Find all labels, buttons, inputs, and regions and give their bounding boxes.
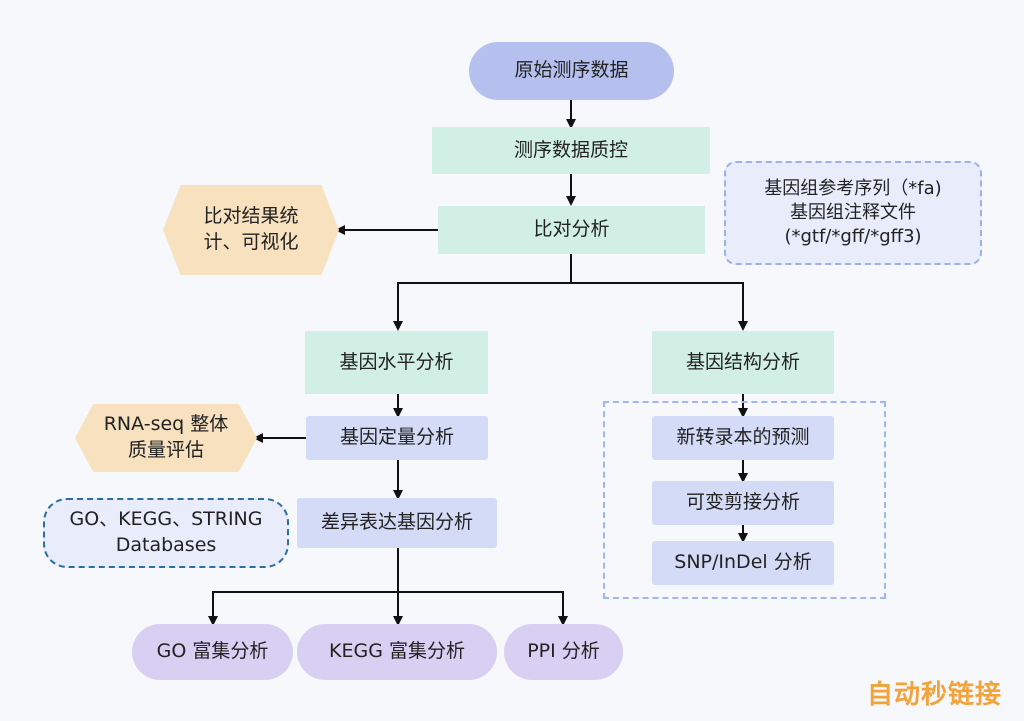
arrow-deg-to-go (208, 548, 399, 626)
arrow-align-to-structure (571, 282, 748, 331)
alt-splicing-node: 可变剪接分析 (652, 481, 834, 525)
arrow-deg-to-ppi (398, 591, 568, 626)
databases-box: GO、KEGG、STRING Databases (43, 498, 289, 568)
snp-indel-node: SNP/InDel 分析 (652, 541, 834, 585)
structure-analysis-group (603, 401, 886, 599)
rnaseq-quality-node: RNA-seq 整体 质量评估 (75, 404, 257, 472)
deg-node: 差异表达基因分析 (297, 498, 497, 548)
reference-files-box: 基因组参考序列（*fa) 基因组注释文件 (*gtf/*gff/*gff3) (724, 161, 982, 265)
gene-level-node: 基因水平分析 (305, 331, 488, 394)
qc-node: 测序数据质控 (432, 127, 710, 174)
ppi-node: PPI 分析 (504, 624, 623, 680)
raw-data-node: 原始测序数据 (469, 42, 674, 100)
arrow-align-to-gene-level (393, 254, 572, 331)
quantification-node: 基因定量分析 (306, 416, 488, 460)
kegg-enrichment-node: KEGG 富集分析 (297, 624, 497, 680)
gene-structure-node: 基因结构分析 (652, 331, 834, 394)
go-enrichment-node: GO 富集分析 (132, 624, 293, 680)
alignment-stats-node: 比对结果统 计、可视化 (163, 185, 339, 275)
transcript-prediction-node: 新转录本的预测 (652, 416, 834, 460)
alignment-node: 比对分析 (438, 206, 705, 254)
watermark-logo: 自动秒链接 (866, 680, 1002, 710)
